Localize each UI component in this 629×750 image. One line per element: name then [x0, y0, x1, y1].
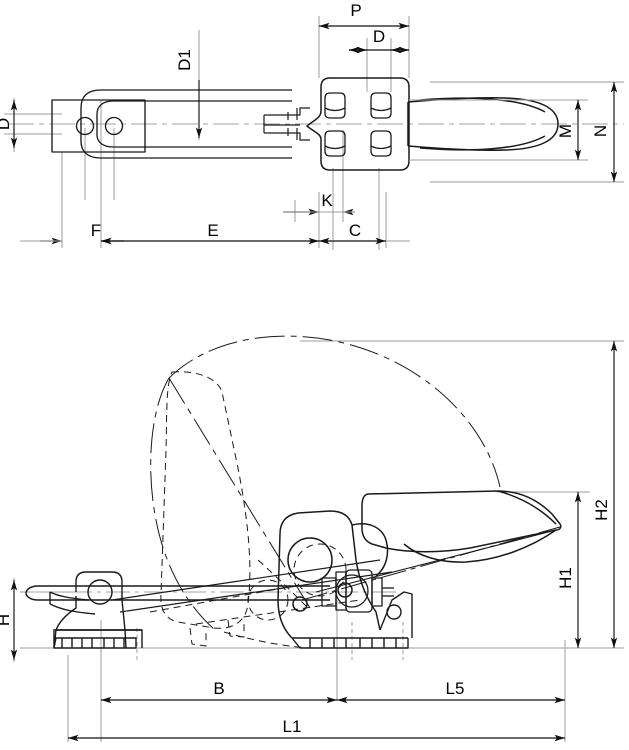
clamping-bar-outline	[51, 89, 292, 159]
dim-label-L5: L5	[446, 679, 465, 698]
dim-label-K: K	[321, 191, 333, 210]
right-base-plate	[291, 591, 413, 649]
toggle-link-arm	[111, 559, 393, 613]
dim-label-M: M	[556, 124, 575, 138]
base-flange-plate	[306, 77, 410, 171]
dim-label-D1: D1	[175, 49, 194, 71]
dim-label-H: H	[0, 614, 13, 626]
pivot-hole	[75, 116, 124, 136]
top-view-dimension-lines	[10, 22, 618, 245]
side-view: H H1 H2 B L5 L1	[0, 335, 624, 742]
top-view: P D D1 D M N K C E F	[0, 1, 624, 250]
handle-lever-side	[361, 490, 562, 563]
dim-label-N: N	[591, 125, 610, 137]
dim-label-C: C	[349, 221, 361, 240]
spindle-nut-assembly	[321, 569, 394, 613]
dim-label-D-left: D	[0, 118, 13, 130]
mounting-slot	[324, 92, 392, 157]
lever-lower-edge	[315, 529, 557, 593]
dim-label-B: B	[213, 679, 224, 698]
linkage-knuckle	[263, 107, 310, 141]
dim-label-E: E	[207, 221, 218, 240]
dim-label-H1: H1	[556, 567, 575, 589]
side-view-dimension-lines	[10, 341, 618, 742]
dim-label-L1: L1	[283, 717, 302, 736]
dim-label-H2: H2	[592, 499, 611, 521]
clamp-body-housing	[277, 510, 389, 639]
lever-axis-line	[301, 526, 561, 601]
dim-label-D-top: D	[373, 27, 385, 46]
dim-label-F: F	[91, 221, 101, 240]
dim-label-P: P	[350, 1, 361, 20]
handle-grip-top	[407, 96, 559, 152]
left-base-plate	[53, 629, 143, 649]
handle-reference-edges	[409, 99, 588, 161]
handle-swing-arc	[150, 335, 501, 631]
